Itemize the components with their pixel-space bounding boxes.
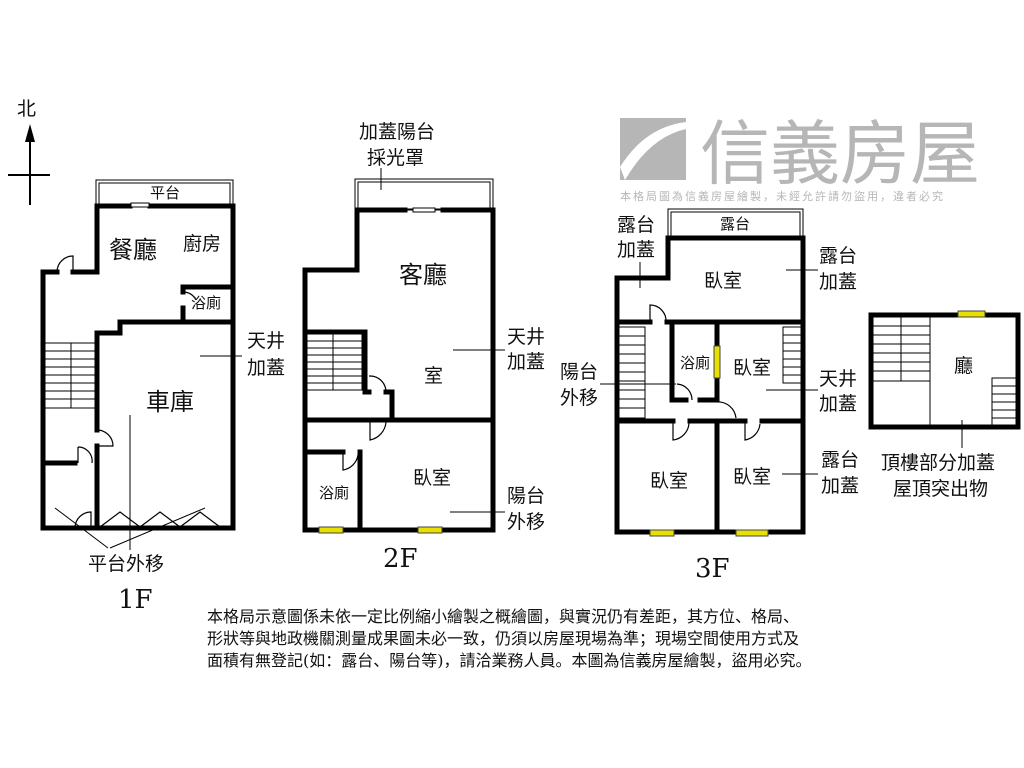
1f-kitchen-label: 廚房	[183, 232, 221, 255]
3f-window	[713, 345, 721, 379]
watermark: 信義房屋 本格局圖為信義房屋繪製，未經允許請勿盜用，違者必究	[620, 113, 980, 203]
floor-3f-plan	[600, 208, 818, 537]
3f-balcony-moved-note-line1: 陽台	[560, 361, 598, 383]
3f-bedroom-mid-label: 臥室	[733, 357, 771, 379]
disclaimer: 本格局示意圖係未依一定比例縮小繪製之概繪圖，與實況仍有差距，其方位、格局、 形狀…	[207, 606, 907, 672]
1f-floor-label: 1F	[118, 585, 153, 615]
1f-platform-note: 平台外移	[88, 553, 164, 575]
2f-balcony-cover-note-line2: 採光罩	[367, 147, 424, 169]
north-arrow-icon	[8, 124, 50, 205]
2f-balcony-moved-note-line1: 陽台	[507, 485, 545, 507]
3f-terrace-right-note-line1: 露台	[819, 245, 857, 267]
2f-balcony-cover-note-line1: 加蓋陽台	[359, 121, 435, 143]
3f-window	[735, 529, 769, 537]
2f-window	[318, 526, 344, 534]
3f-balcony-moved-note-line2: 外移	[560, 387, 598, 409]
3f-terrace-lower-note-line2: 加蓋	[821, 475, 859, 497]
roof-window	[957, 310, 986, 318]
2f-balcony-moved-note-line2: 外移	[507, 511, 545, 533]
disclaimer-line: 形狀等與地政機關測量成果圖未必一致，仍須以房屋現場為準；現場空間使用方式及	[207, 629, 800, 648]
disclaimer-line: 本格局示意圖係未依一定比例縮小繪製之概繪圖，與實況仍有差距，其方位、格局、	[207, 607, 800, 626]
3f-terrace-right-note-line2: 加蓋	[819, 271, 857, 293]
roof-plan	[868, 310, 1021, 448]
brand-logo-icon	[620, 118, 686, 180]
disclaimer-line: 面積有無登記(如：露台、陽台等)，請洽業務人員。本圖為信義房屋繪製，盜用必究。	[207, 651, 812, 670]
floor-2f-plan	[302, 168, 505, 534]
3f-bathroom-label: 浴廁	[680, 354, 710, 372]
2f-window	[417, 526, 443, 534]
watermark-brand: 信義房屋	[700, 113, 980, 195]
roof-hall-label: 廳	[954, 355, 973, 377]
3f-window	[649, 529, 675, 537]
floor-1f-plan	[40, 179, 242, 550]
3f-terrace-left-note-line2: 加蓋	[617, 239, 655, 261]
3f-terrace-lower-note-line1: 露台	[821, 449, 859, 471]
2f-bedroom-label: 臥室	[413, 467, 451, 489]
1f-bathroom-label: 浴廁	[191, 294, 221, 312]
2f-atrium-note-line1: 天井	[507, 326, 545, 348]
3f-terrace-label: 露台	[720, 215, 750, 233]
1f-atrium-note-line2: 加蓋	[247, 357, 285, 379]
2f-room-partial-label: 室	[424, 365, 443, 387]
2f-atrium-note-line2: 加蓋	[507, 351, 545, 373]
2f-floor-label: 2F	[383, 544, 418, 574]
2f-bathroom-label: 浴廁	[319, 484, 349, 502]
roof-note-line2: 屋頂突出物	[893, 478, 988, 500]
north-label: 北	[17, 98, 36, 120]
roof-note-line1: 頂樓部分加蓋	[881, 452, 995, 474]
3f-atrium-note-line2: 加蓋	[819, 393, 857, 415]
3f-terrace-left-note-line1: 露台	[617, 214, 655, 236]
3f-bedroom-bl-label: 臥室	[650, 470, 688, 492]
1f-dining-label: 餐廳	[109, 236, 157, 264]
watermark-subtitle: 本格局圖為信義房屋繪製，未經允許請勿盜用，違者必究	[620, 189, 945, 203]
1f-garage-label: 車庫	[146, 388, 194, 416]
1f-balcony-label: 平台	[150, 184, 180, 202]
1f-atrium-note-line1: 天井	[247, 330, 285, 352]
2f-living-label: 客廳	[399, 261, 447, 289]
3f-bedroom-top-label: 臥室	[704, 270, 742, 292]
3f-atrium-note-line1: 天井	[819, 368, 857, 390]
3f-bedroom-br-label: 臥室	[733, 466, 771, 488]
3f-floor-label: 3F	[695, 554, 730, 584]
